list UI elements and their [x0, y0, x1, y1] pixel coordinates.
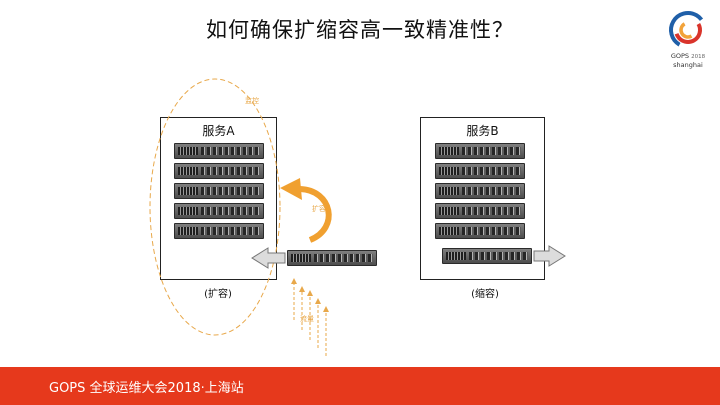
footer-text: GOPS 全球运维大会2018·上海站 [49, 377, 244, 396]
scale-out-arrow [534, 246, 565, 266]
traffic-label: 流量 [300, 314, 314, 324]
traffic-arrowheads [291, 278, 329, 312]
scale-curve-arrow [300, 189, 329, 240]
scale-curve-arrowhead [280, 178, 302, 200]
monitor-ellipse [150, 79, 280, 335]
scale-in-arrow [252, 248, 285, 268]
monitor-label: 监控 [245, 96, 259, 106]
footer-bar: GOPS 全球运维大会2018·上海站 [0, 367, 720, 405]
new-server [287, 250, 377, 266]
scale-label: 扩容 [312, 204, 326, 214]
